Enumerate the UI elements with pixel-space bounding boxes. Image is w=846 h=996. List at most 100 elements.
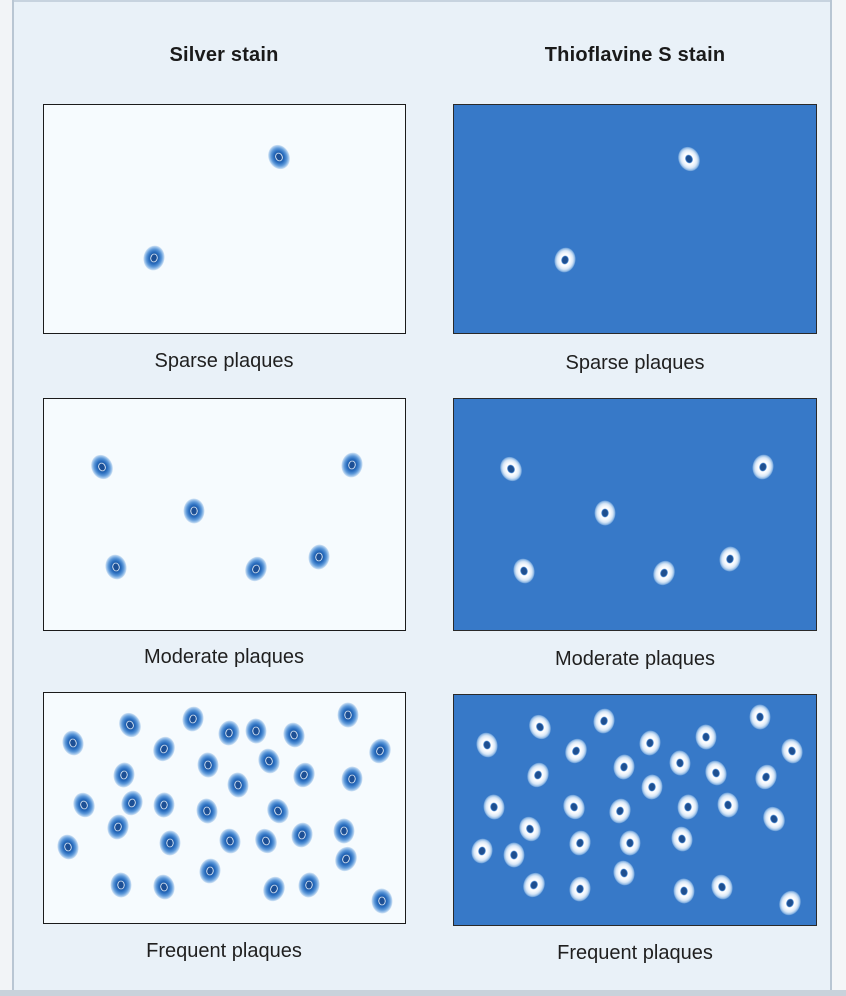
plaque-field [454, 105, 816, 333]
plaque [103, 552, 129, 581]
plaque [251, 825, 280, 856]
thioflavine-stain-title: Thioflavine S stain [455, 44, 815, 67]
plaque [516, 813, 545, 844]
plaque [560, 792, 588, 823]
plaque-field [44, 105, 405, 333]
plaque [112, 761, 136, 789]
plaque [70, 790, 98, 821]
plaque [55, 832, 81, 861]
plaque [226, 771, 250, 798]
plaque [260, 873, 289, 904]
silver-frequent-panel [43, 692, 406, 924]
plaque [709, 872, 736, 902]
plaque [141, 244, 167, 273]
plaque-field [454, 399, 816, 630]
figure-edge-right [830, 0, 832, 996]
plaque [567, 875, 592, 904]
figure-margin-right [832, 0, 846, 996]
plaque [118, 788, 145, 818]
silver-stain-title: Silver stain [44, 44, 404, 67]
plaque [366, 736, 395, 767]
plaque [567, 828, 594, 858]
plaque [340, 765, 363, 792]
plaque [195, 797, 220, 825]
plaque [159, 830, 181, 856]
plaque [280, 720, 307, 750]
plaque [637, 729, 662, 757]
plaque [289, 820, 315, 849]
plaque [339, 451, 365, 480]
plaque [264, 141, 294, 173]
plaque [612, 753, 636, 781]
plaque [716, 791, 741, 819]
plaque [759, 803, 788, 834]
plaque [717, 545, 742, 573]
figure-margin-left [0, 0, 12, 996]
thioflavine-moderate-panel [453, 398, 817, 631]
silver-moderate-panel [43, 398, 406, 631]
plaque-field [44, 693, 405, 923]
plaque [611, 858, 637, 887]
plaque [482, 793, 506, 820]
plaque [511, 556, 537, 585]
plaque [776, 887, 805, 918]
plaque-field [44, 399, 405, 630]
plaque [216, 719, 241, 747]
plaque [245, 718, 267, 744]
plaque [290, 760, 318, 790]
plaque [752, 762, 780, 792]
plaque [619, 830, 641, 856]
thioflavine-sparse-panel [453, 104, 817, 334]
plaque [60, 728, 86, 757]
figure-edge-bottom [0, 990, 846, 996]
plaque [110, 872, 132, 898]
silver-frequent-caption: Frequent plaques [44, 940, 404, 963]
thioflavine-frequent-panel [453, 694, 817, 926]
plaque [337, 702, 358, 727]
plaque [673, 878, 695, 904]
plaque [217, 827, 242, 856]
plaque [474, 730, 500, 759]
plaque [496, 453, 526, 485]
plaque [183, 498, 204, 523]
plaque [180, 705, 206, 734]
plaque [264, 795, 293, 826]
plaque [640, 773, 663, 800]
plaque [504, 843, 525, 868]
plaque [149, 733, 178, 764]
plaque [649, 557, 678, 588]
plaque [674, 143, 704, 175]
plaque [334, 819, 355, 844]
plaque [197, 857, 222, 886]
silver-moderate-caption: Moderate plaques [44, 646, 404, 669]
plaque [677, 794, 700, 820]
figure-edge-left [12, 0, 14, 996]
plaque [750, 453, 776, 482]
plaque [519, 869, 548, 900]
plaque [561, 735, 590, 766]
plaque [297, 871, 322, 899]
plaque [306, 543, 331, 571]
plaque [702, 758, 730, 788]
plaque [331, 843, 360, 874]
plaque [196, 752, 219, 779]
thioflavine-frequent-caption: Frequent plaques [455, 942, 815, 965]
figure-edge-top [0, 0, 846, 2]
thioflavine-sparse-caption: Sparse plaques [455, 352, 815, 375]
plaque [153, 792, 176, 818]
plaque [371, 888, 394, 914]
silver-sparse-panel [43, 104, 406, 334]
plaque [552, 246, 578, 275]
plaque [606, 796, 633, 826]
plaque [695, 724, 717, 750]
plaque [105, 812, 132, 842]
silver-sparse-caption: Sparse plaques [44, 350, 404, 373]
plaque [115, 709, 145, 741]
plaque-field [454, 695, 816, 925]
plaque [151, 872, 178, 902]
plaque [594, 500, 615, 525]
thioflavine-moderate-caption: Moderate plaques [455, 648, 815, 671]
plaque [591, 707, 617, 736]
plaque [255, 746, 283, 776]
plaque [241, 553, 270, 584]
